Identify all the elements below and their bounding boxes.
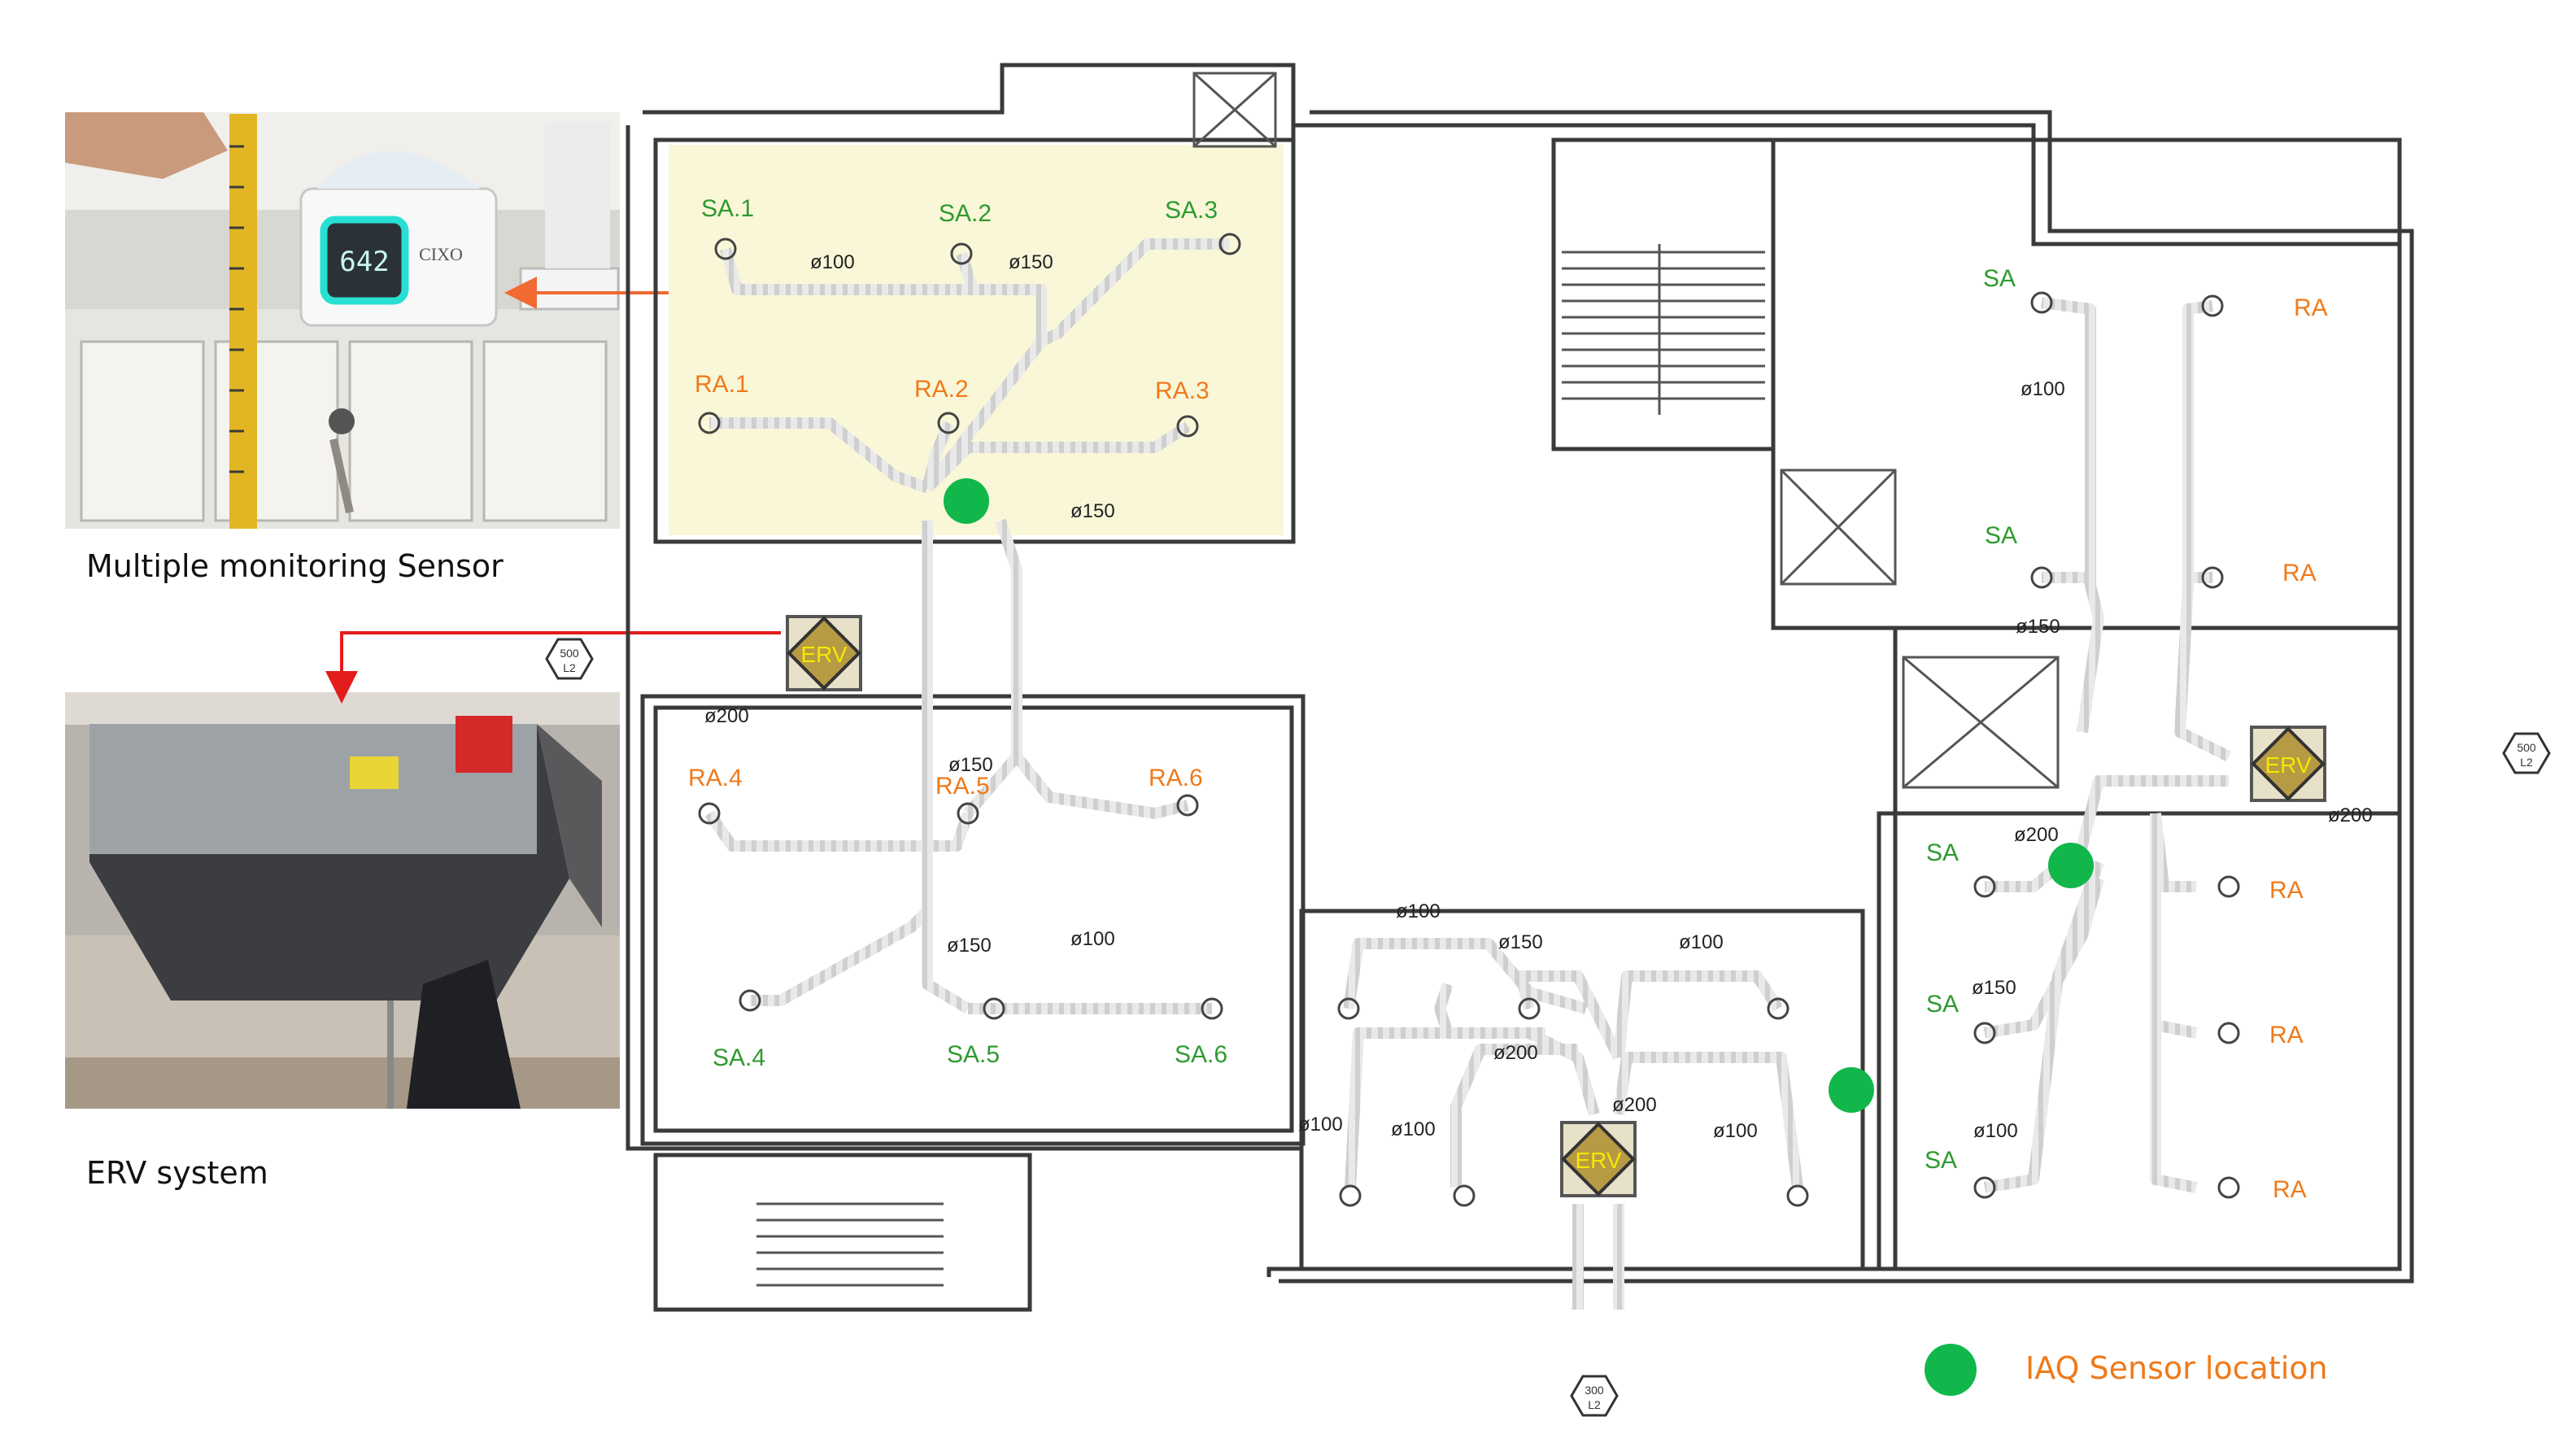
building-walls — [626, 63, 2414, 1312]
return-label: RA.3 — [1155, 377, 1210, 404]
duct-size-label: ø100 — [1298, 1114, 1343, 1136]
duct-size-label: ø100 — [2021, 378, 2065, 400]
duct-size-label: ø200 — [2328, 804, 2373, 826]
return-label: RA — [2294, 294, 2328, 321]
hex-tag: 500 L2 — [545, 638, 594, 680]
hex-tag-sub: L2 — [563, 661, 576, 674]
supply-label: SA — [1983, 265, 2016, 292]
diffuser-icons — [698, 233, 2240, 1207]
iaq-sensor-markers — [944, 478, 2094, 1113]
return-label: RA — [2269, 1022, 2304, 1048]
duct-size-label: ø100 — [1070, 928, 1115, 950]
sensor-brand: CIXO — [419, 244, 463, 264]
ducts-center-room — [1343, 938, 1803, 1310]
duct-size-label: ø200 — [2014, 824, 2059, 846]
return-label: RA.1 — [695, 371, 749, 398]
duct-size-label: ø100 — [810, 251, 855, 273]
supply-label: SA.2 — [939, 200, 992, 227]
duct-size-label: ø100 — [1713, 1120, 1758, 1142]
highlighted-room — [669, 145, 1284, 535]
return-label: RA — [2273, 1176, 2307, 1203]
supply-label: SA.3 — [1165, 197, 1218, 224]
erv-pointer-arrow — [325, 631, 781, 704]
duct-size-label: ø100 — [1679, 931, 1724, 953]
iaq-sensor-dot — [2048, 843, 2094, 888]
iaq-sensor-dot — [944, 478, 989, 524]
hex-tag-sub: L2 — [2520, 756, 2533, 769]
supply-label: SA.5 — [947, 1041, 1000, 1068]
supply-label: SA — [1925, 1147, 1957, 1174]
return-label: RA.5 — [935, 773, 990, 800]
duct-size-label: ø150 — [1009, 251, 1053, 273]
duct-size-label: ø100 — [1973, 1120, 2018, 1142]
duct-size-label: ø100 — [1396, 900, 1441, 922]
supply-label: SA — [1926, 839, 1959, 866]
duct-size-label: ø150 — [1972, 977, 2016, 999]
ducts-north-room — [709, 238, 1230, 494]
erv-label: ERV — [1575, 1148, 1621, 1173]
legend-green-dot-icon — [1925, 1344, 1977, 1396]
erv-unit-north: ERV — [786, 615, 862, 691]
hex-tag: 500 L2 — [2502, 732, 2551, 774]
legend-label: IAQ Sensor location — [2025, 1350, 2328, 1386]
sensor-photo-caption: Multiple monitoring Sensor — [86, 548, 504, 584]
supply-label: SA — [1985, 522, 2017, 549]
shaft-boxes — [1192, 72, 2060, 789]
ducts-east-room — [1983, 297, 2232, 1193]
erv-photo-caption: ERV system — [86, 1155, 268, 1191]
hex-tag: 300 L2 — [1570, 1375, 1619, 1417]
sensor-display-reading: 642 — [339, 246, 389, 278]
erv-unit-south: ERV — [1560, 1121, 1637, 1197]
duct-size-label: ø150 — [947, 935, 992, 957]
supply-label: SA.6 — [1175, 1041, 1227, 1068]
stair-treads — [756, 244, 1765, 1287]
return-label: RA — [2269, 877, 2304, 904]
erv-label: ERV — [800, 642, 847, 667]
return-label: RA.4 — [688, 765, 743, 791]
iaq-sensor-dot — [1829, 1067, 1874, 1113]
erv-unit-east: ERV — [2250, 726, 2326, 802]
duct-size-label: ø150 — [1498, 931, 1543, 953]
supply-label: SA.4 — [713, 1044, 765, 1071]
erv-photo — [65, 692, 620, 1109]
ducts-south-room — [704, 518, 1212, 1014]
supply-label: SA — [1926, 991, 1959, 1018]
duct-size-label: ø200 — [704, 705, 749, 727]
duct-size-label: ø200 — [1493, 1042, 1538, 1064]
return-label: RA.2 — [914, 376, 969, 403]
duct-size-label: ø200 — [1612, 1094, 1657, 1116]
duct-size-label: ø150 — [948, 754, 993, 776]
sensor-photo: 642 CIXO — [65, 112, 620, 529]
return-label: RA.6 — [1149, 765, 1203, 791]
hex-tag-sub: L2 — [1588, 1398, 1601, 1411]
hex-tag-value: 500 — [560, 647, 579, 660]
duct-size-label: ø100 — [1391, 1118, 1436, 1140]
erv-label: ERV — [2265, 752, 2311, 778]
return-label: RA — [2282, 560, 2317, 586]
duct-size-label: ø150 — [1070, 500, 1115, 522]
duct-size-label: ø150 — [2016, 616, 2060, 638]
hex-tag-value: 500 — [2517, 741, 2536, 754]
supply-label: SA.1 — [701, 195, 754, 222]
hex-tag-value: 300 — [1585, 1384, 1604, 1397]
